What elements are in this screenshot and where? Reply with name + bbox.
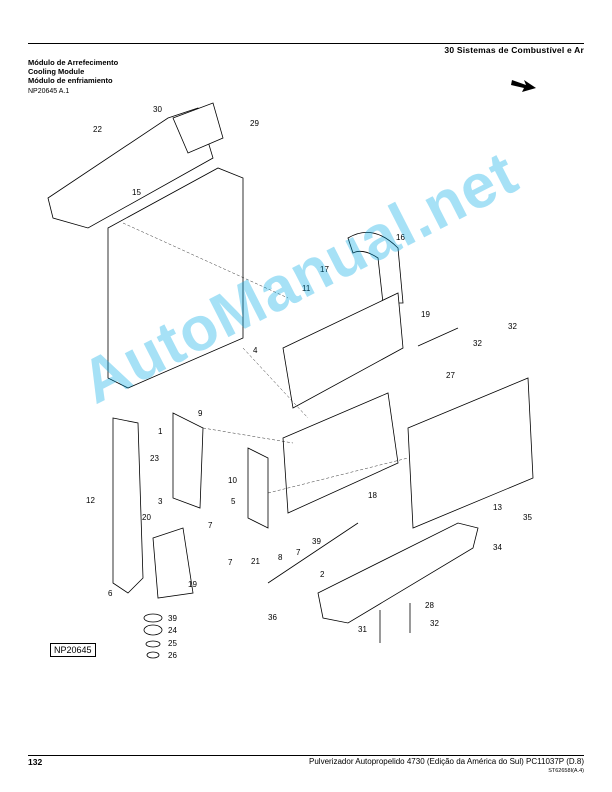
publication-title: Pulverizador Autopropelido 4730 (Edição … xyxy=(309,757,584,766)
page-number: 132 xyxy=(28,757,43,767)
svg-text:10: 10 xyxy=(228,476,237,485)
svg-text:21: 21 xyxy=(251,557,260,566)
part-mount-26 xyxy=(145,640,161,648)
svg-text:39: 39 xyxy=(312,537,321,546)
exploded-parts-diagram: 30 29 22 15 16 17 11 19 32 32 27 4 9 1 2… xyxy=(47,102,534,660)
svg-text:12: 12 xyxy=(86,496,95,505)
svg-text:28: 28 xyxy=(425,601,434,610)
part-rod-2 xyxy=(267,522,359,584)
svg-text:9: 9 xyxy=(198,409,203,418)
section-title: 30 Sistemas de Combustível e Ar xyxy=(444,45,584,55)
svg-text:15: 15 xyxy=(132,188,141,197)
svg-text:35: 35 xyxy=(523,513,532,522)
svg-text:20: 20 xyxy=(142,513,151,522)
svg-text:32: 32 xyxy=(473,339,482,348)
figure-label-box: NP20645 xyxy=(50,643,96,657)
svg-text:1: 1 xyxy=(158,427,163,436)
svg-text:31: 31 xyxy=(358,625,367,634)
svg-text:19: 19 xyxy=(421,310,430,319)
svg-text:36: 36 xyxy=(268,613,277,622)
part-radiator xyxy=(107,167,244,389)
svg-text:3: 3 xyxy=(158,497,163,506)
part-mount-25 xyxy=(143,624,163,636)
part-side-shroud xyxy=(112,417,144,594)
svg-text:6: 6 xyxy=(108,589,113,598)
svg-text:7: 7 xyxy=(208,521,213,530)
part-side-bracket xyxy=(172,412,204,509)
svg-text:26: 26 xyxy=(168,651,177,660)
svg-text:25: 25 xyxy=(168,639,177,648)
svg-text:19: 19 xyxy=(188,580,197,589)
footer-rule xyxy=(28,755,584,756)
part-lower-shroud xyxy=(152,527,194,599)
svg-text:23: 23 xyxy=(150,454,159,463)
svg-text:11: 11 xyxy=(302,284,311,293)
header-rule xyxy=(28,43,584,44)
part-condenser xyxy=(407,377,534,529)
svg-text:30: 30 xyxy=(153,105,162,114)
title-block: Módulo de Arrefecimento Cooling Module M… xyxy=(28,58,118,85)
title-english: Cooling Module xyxy=(28,67,85,76)
svg-text:13: 13 xyxy=(493,503,502,512)
title-spanish: Módulo de enfriamiento xyxy=(28,76,113,85)
svg-text:24: 24 xyxy=(168,626,177,635)
part-top-shroud xyxy=(47,107,214,229)
svg-text:7: 7 xyxy=(228,558,233,567)
part-bracket xyxy=(172,102,224,154)
svg-text:32: 32 xyxy=(508,322,517,331)
svg-text:17: 17 xyxy=(320,265,329,274)
part-bottom-tray xyxy=(317,522,479,624)
svg-text:29: 29 xyxy=(250,119,259,128)
svg-text:7: 7 xyxy=(296,548,301,557)
svg-text:5: 5 xyxy=(231,497,236,506)
part-center-bracket xyxy=(247,447,269,529)
svg-text:16: 16 xyxy=(396,233,405,242)
svg-text:39: 39 xyxy=(168,614,177,623)
title-portuguese: Módulo de Arrefecimento xyxy=(28,58,119,67)
part-charge-air-cooler xyxy=(282,292,404,409)
figure-id: NP20645 A.1 xyxy=(28,88,70,95)
svg-text:32: 32 xyxy=(430,619,439,628)
svg-text:8: 8 xyxy=(278,553,283,562)
svg-text:34: 34 xyxy=(493,543,502,552)
svg-text:4: 4 xyxy=(253,346,258,355)
part-mount-39 xyxy=(143,613,163,623)
part-oil-cooler xyxy=(282,392,399,514)
callout-labels: 30 29 22 15 16 17 11 19 32 32 27 4 9 1 2… xyxy=(86,105,532,660)
svg-text:2: 2 xyxy=(320,570,325,579)
document-code: ST62658I(A.4) xyxy=(548,768,584,774)
part-rod-20 xyxy=(417,327,459,347)
svg-text:18: 18 xyxy=(368,491,377,500)
svg-text:22: 22 xyxy=(93,125,102,134)
direction-arrow-icon xyxy=(511,80,536,92)
svg-text:27: 27 xyxy=(446,371,455,380)
part-mount-27 xyxy=(146,651,160,659)
